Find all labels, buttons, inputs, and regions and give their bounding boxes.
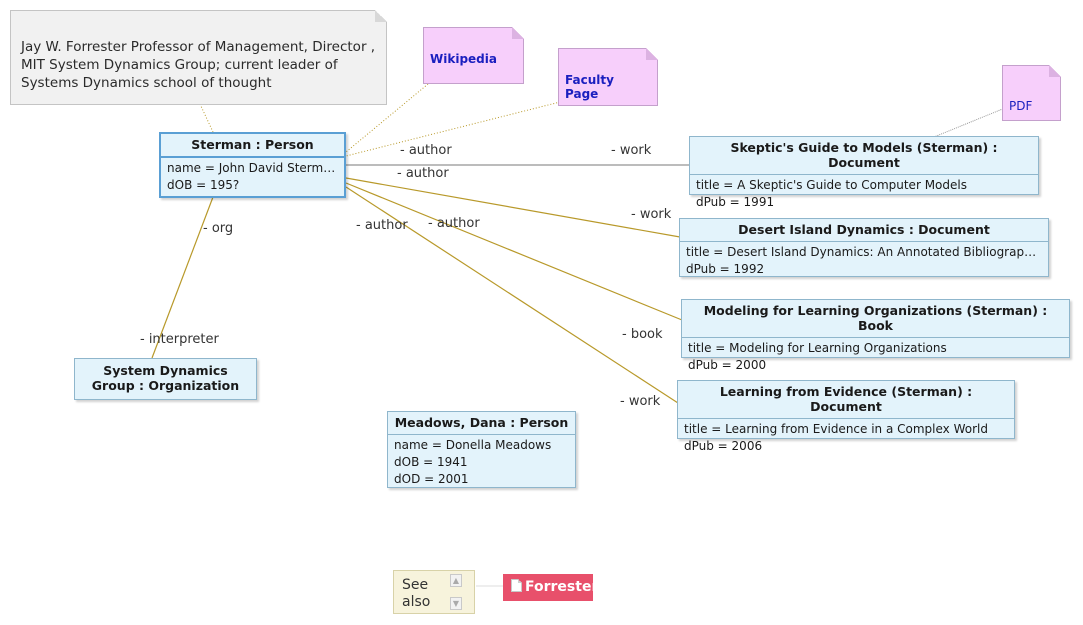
note-anchor-line [199,103,214,133]
modeling-association-line [345,182,683,321]
see-also-scrollbar[interactable]: ▲ ▼ [450,574,462,612]
role-label-interpreter: - interpreter [140,332,219,347]
forrester-note-text: Jay W. Forrester Professor of Management… [21,39,376,91]
object-attribute: dPub = 1991 [696,195,775,209]
desert-association-line [345,177,681,238]
role-label-work: - work [631,207,672,222]
wikipedia-link[interactable]: Wikipedia [423,27,524,84]
object-title-line: System Dynamics [103,363,228,378]
pdf-link[interactable]: PDF [1002,65,1061,121]
link-fold-icon [646,48,658,60]
object-title: Sterman : Person [161,134,344,158]
object-attribute: name = John David Sterman [167,161,338,175]
scroll-down-icon[interactable]: ▼ [450,597,462,610]
object-title-line: Group : Organization [91,378,240,393]
desert-document-object[interactable]: Desert Island Dynamics : Document title … [679,218,1049,277]
org-association-line [151,196,214,359]
skeptic-document-object[interactable]: Skeptic's Guide to Models (Sterman) : Do… [689,136,1039,209]
meadows-person-object[interactable]: Meadows, Dana : Person name = Donella Me… [387,411,576,488]
object-title: Meadows, Dana : Person [388,412,575,435]
object-attribute: dPub = 1992 [686,262,765,276]
evidence-document-object[interactable]: Learning from Evidence (Sterman) : Docum… [677,380,1015,453]
pdf-link-label: PDF [1009,99,1033,113]
faculty-page-link[interactable]: Faculty Page [558,48,658,106]
object-attribute: dPub = 2006 [684,439,763,453]
wikipedia-link-label: Wikipedia [430,52,497,66]
forrester-diagram-link[interactable]: Forrester [503,574,598,601]
object-attribute: title = Desert Island Dynamics: An Annot… [686,245,1042,259]
object-attribute: dOB = 195? [167,178,240,192]
role-label-work: - work [611,143,652,158]
role-label-org: - org [203,221,234,236]
object-title: Skeptic's Guide to Models (Sterman) : Do… [690,137,1038,175]
see-also-label-line: See [402,577,429,593]
see-also-label-line: also [402,594,431,610]
object-title: Learning from Evidence (Sterman) : Docum… [678,381,1014,419]
object-attribute: dOB = 1941 [394,455,468,469]
object-attribute: title = A Skeptic's Guide to Computer Mo… [696,178,967,192]
sd-group-organization-object[interactable]: System Dynamics Group : Organization [74,358,257,400]
sterman-person-object[interactable]: Sterman : Person name = John David Sterm… [159,132,346,198]
modeling-book-object[interactable]: Modeling for Learning Organizations (Ste… [681,299,1070,372]
object-title: Desert Island Dynamics : Document [680,219,1048,242]
object-attribute: dOD = 2001 [394,472,469,486]
document-icon [511,579,522,592]
forrester-note[interactable]: Jay W. Forrester Professor of Management… [10,10,387,105]
role-label-author: - author [428,216,480,231]
scroll-up-icon[interactable]: ▲ [450,574,462,587]
note-fold-icon [375,10,387,22]
pdf-anchor-line [933,107,1006,138]
see-also-box[interactable]: See also ▲ ▼ [393,570,475,614]
role-label-author: - author [400,143,452,158]
role-label-author: - author [356,218,408,233]
role-label-book: - book [622,327,663,342]
role-label-author: - author [397,166,449,181]
faculty-anchor-line [345,101,561,157]
forrester-link-label: Forrester [525,579,599,595]
evidence-association-line [345,186,679,404]
object-attribute: title = Learning from Evidence in a Comp… [684,422,988,436]
object-attribute: dPub = 2000 [688,358,767,372]
link-fold-icon [512,27,524,39]
object-title: Modeling for Learning Organizations (Ste… [682,300,1069,338]
role-label-work: - work [620,394,661,409]
link-fold-icon [1049,65,1061,77]
faculty-page-link-label: Faculty Page [565,73,614,101]
object-attribute: title = Modeling for Learning Organizati… [688,341,947,355]
object-attribute: name = Donella Meadows [394,438,552,452]
